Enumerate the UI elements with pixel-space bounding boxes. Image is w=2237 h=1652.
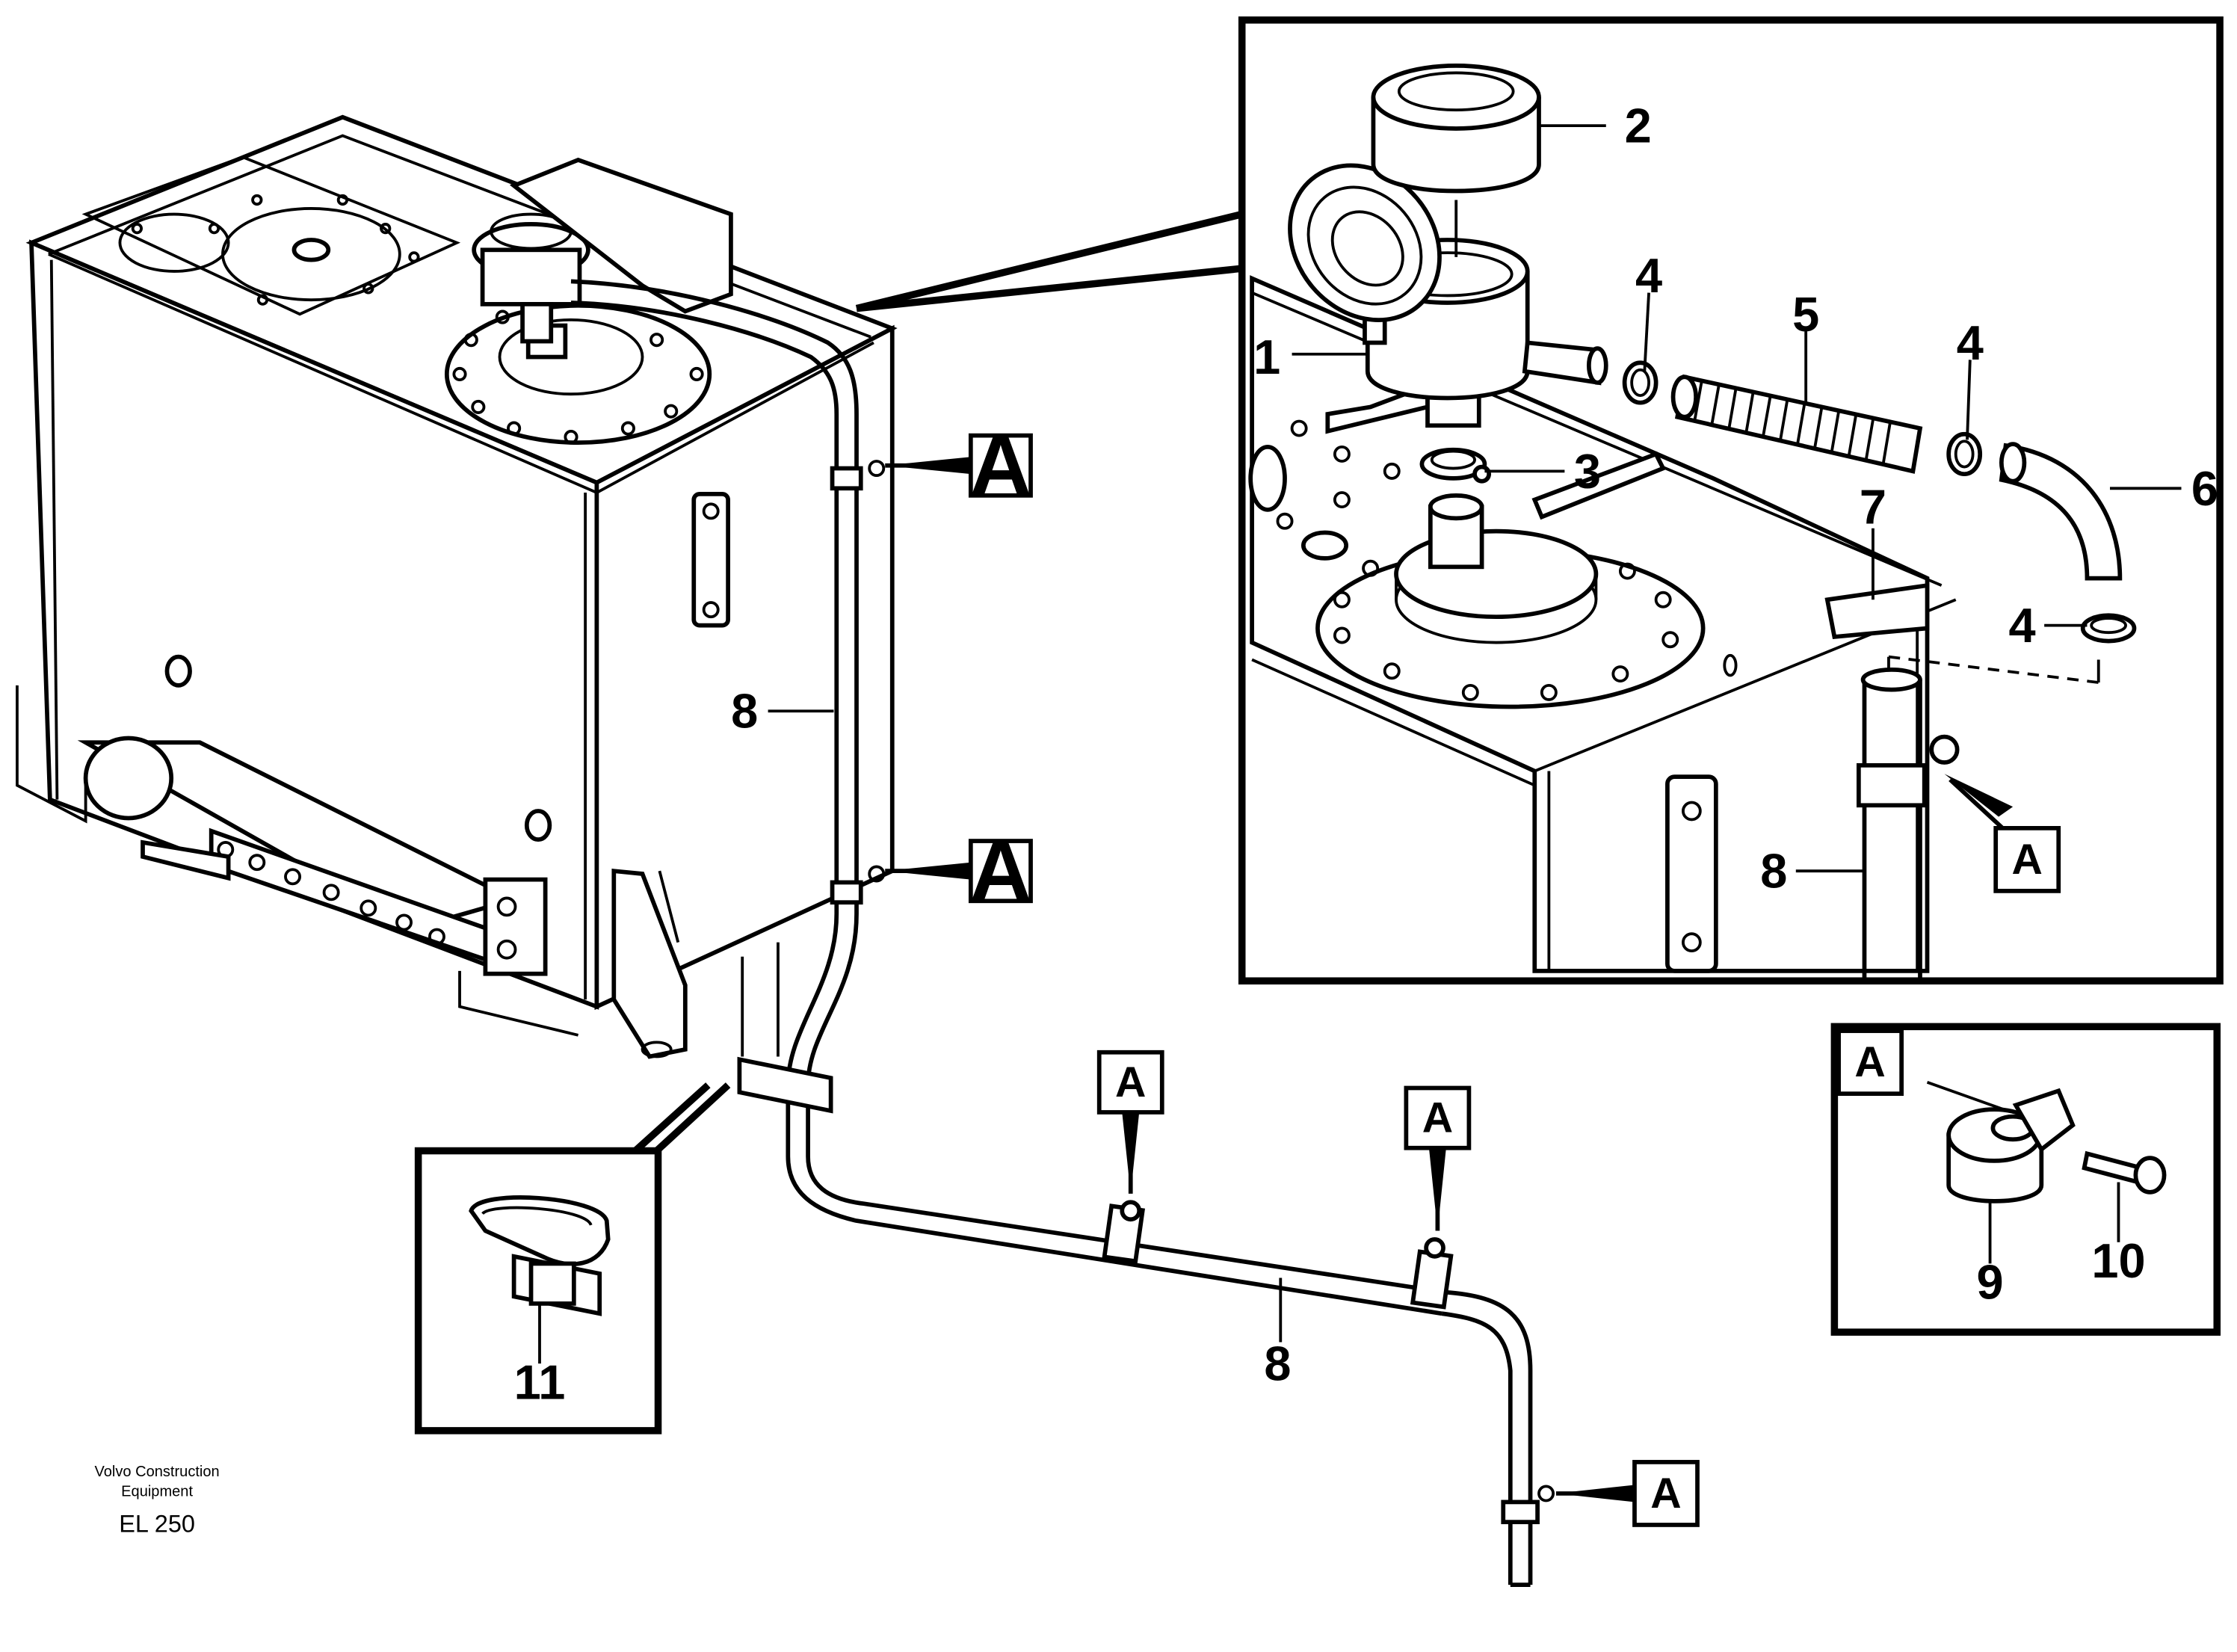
- label-part-9: 9: [1977, 1255, 2004, 1310]
- svg-text:A: A: [1115, 1058, 1146, 1106]
- ref-marker-a3: A: [1096, 1050, 1164, 1194]
- label-part-8-pipe: 8: [1264, 1337, 1291, 1391]
- svg-text:A: A: [1854, 1038, 1885, 1086]
- label-part-1: 1: [1253, 330, 1280, 384]
- company-name-line1: Volvo Construction: [95, 1464, 220, 1480]
- svg-text:A: A: [970, 418, 1032, 514]
- label-part-6: 6: [2191, 461, 2218, 516]
- flange-bolts: [131, 194, 704, 445]
- label-part-5: 5: [1792, 287, 1819, 342]
- company-name-line2: Equipment: [121, 1484, 193, 1500]
- reference-a-markers: A A A A A: [885, 418, 1700, 1527]
- part-number-labels: 1 2 3 4 5 4 6 7 4 8 8 8 9 10 11: [514, 99, 2218, 1410]
- hose-corrugations: [1693, 380, 1892, 466]
- hose-clamp-detail-11: [414, 1082, 731, 1434]
- hydraulic-tank: [16, 114, 898, 1059]
- drawing-footer: Volvo Construction Equipment EL 250: [95, 1464, 220, 1537]
- label-part-4a: 4: [1635, 248, 1662, 303]
- svg-text:A: A: [1422, 1094, 1453, 1142]
- label-part-4c: 4: [2009, 598, 2036, 653]
- svg-text:A: A: [1650, 1470, 1681, 1517]
- svg-text:A: A: [970, 823, 1032, 919]
- ref-marker-a1: A: [885, 418, 1033, 514]
- label-part-4b: 4: [1957, 315, 1984, 370]
- label-part-8-tank: 8: [731, 684, 758, 739]
- breather-detail-inset: A: [855, 16, 2224, 985]
- ref-marker-a5: A: [1555, 1460, 1700, 1527]
- label-part-10: 10: [2091, 1233, 2145, 1288]
- ref-marker-a4: A: [1404, 1085, 1472, 1231]
- svg-text:A: A: [2012, 836, 2043, 884]
- drain-hose: [570, 279, 1555, 1588]
- label-part-7: 7: [1860, 480, 1886, 534]
- return-manifold: [77, 736, 548, 976]
- label-part-3: 3: [1574, 444, 1601, 499]
- ref-marker-a2: A: [885, 823, 1033, 919]
- label-part-2: 2: [1625, 99, 1652, 153]
- drawing-code: EL 250: [119, 1511, 195, 1538]
- inset-flange-bolts: [1262, 419, 1679, 701]
- label-part-11: 11: [514, 1354, 566, 1409]
- clamp-detail-a: A: [1830, 1023, 2221, 1336]
- label-part-8-inset: 8: [1760, 844, 1787, 899]
